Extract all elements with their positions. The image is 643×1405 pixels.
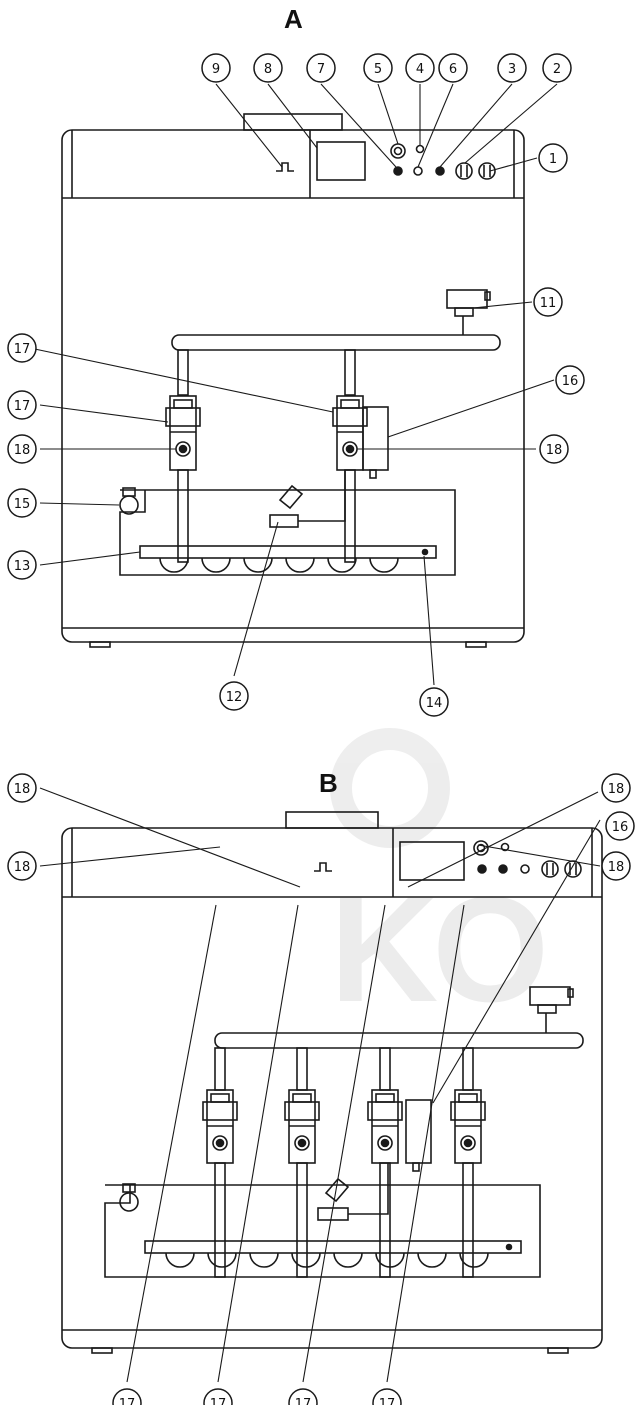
- view-a-callout-circle-18: [419, 687, 449, 717]
- view-a-callout-circle-9: [533, 287, 563, 317]
- view-b-callout-circle-2: [601, 773, 631, 803]
- indicator-6: [413, 166, 423, 176]
- watermark-letters: KO: [330, 865, 549, 1033]
- view-a-callout-circle-17: [219, 681, 249, 711]
- gas-valve-b-1: [284, 1047, 320, 1278]
- view-a-callout-label-4: 4: [416, 62, 424, 77]
- view-a-callout-label-9: 11: [540, 296, 557, 311]
- view-b-callout-label-1: 18: [14, 782, 31, 797]
- view-a-callout-circle-7: [542, 53, 572, 83]
- view-b-callout-label-5: 17: [119, 1397, 136, 1405]
- view-a-callout-label-17: 12: [226, 690, 243, 705]
- view-b-callout-circle-0: [605, 811, 635, 841]
- view-a-callout-circle-4: [405, 53, 435, 83]
- view-a-callout-label-6: 3: [508, 62, 516, 77]
- gas-manifold-pipe: [171, 334, 501, 351]
- view-b-callout-circle-1: [7, 773, 37, 803]
- view-a-callout-label-10: 17: [14, 342, 31, 357]
- pipe-left: [177, 349, 189, 396]
- view-a-callout-circle-10: [7, 333, 37, 363]
- view-a-title: A: [284, 4, 303, 34]
- gas-manifold-pipe-b: [214, 1032, 584, 1049]
- view-b-callout-circle-7: [288, 1388, 318, 1405]
- view-b-callout-label-4: 18: [608, 860, 625, 875]
- view-b-callout-circle-3: [7, 851, 37, 881]
- view-b-callout-circle-8: [372, 1388, 402, 1405]
- view-a-callout-label-15: 15: [14, 497, 31, 512]
- display-screen-b: [399, 841, 465, 881]
- gas-valve-b-3: [450, 1047, 486, 1278]
- burner-rail: [139, 545, 437, 559]
- view-a-callout-label-2: 7: [317, 62, 325, 77]
- ignition-electrode: [269, 470, 346, 528]
- display-screen: [316, 141, 366, 181]
- gas-valve-b-0: [202, 1047, 238, 1278]
- view-a-callout-circle-6: [497, 53, 527, 83]
- view-a-callout-circle-16: [7, 550, 37, 580]
- view-a-callout-label-12: 16: [562, 374, 579, 389]
- gas-valve-left: [165, 395, 201, 471]
- watermark-text: KO: [330, 690, 643, 1036]
- view-a-callout-circle-11: [7, 390, 37, 420]
- view-a-callout-circle-0: [201, 53, 231, 83]
- view-a-callout-label-8: 1: [549, 152, 557, 167]
- view-a-callout-label-18: 14: [426, 696, 443, 711]
- indicator-4: [415, 144, 425, 154]
- boiler-cabinet-b: [61, 827, 603, 1349]
- view-b-callout-label-0: 16: [612, 820, 629, 835]
- view-b-title: B: [319, 768, 338, 798]
- view-b-callout-label-7: 17: [295, 1397, 312, 1405]
- knob-5: [390, 143, 406, 159]
- view-a-callout-label-7: 2: [553, 62, 561, 77]
- burner-housing: [119, 489, 456, 576]
- pressure-switch: [446, 289, 488, 309]
- pipe-right: [344, 349, 356, 396]
- switch-2: [455, 162, 473, 180]
- view-a-callout-circle-13: [7, 434, 37, 464]
- view-a-callout-circle-14: [539, 434, 569, 464]
- view-b-callout-circle-4: [601, 851, 631, 881]
- view-b-callout-label-8: 17: [379, 1397, 396, 1405]
- view-a-callout-circle-2: [306, 53, 336, 83]
- gas-valve-right: [332, 395, 368, 471]
- pulse-symbol-icon-b: [314, 862, 332, 872]
- view-a-callout-circle-8: [538, 143, 568, 173]
- view-a-callout-label-13: 18: [14, 443, 31, 458]
- gas-valve-b-2: [367, 1047, 403, 1278]
- pulse-symbol-icon: [276, 162, 294, 172]
- view-a-callout-label-5: 6: [449, 62, 457, 77]
- boiler-view-b: 16 18 18 18 18 17 17 17 17: [7, 773, 635, 1405]
- foot-right: [465, 641, 487, 648]
- switch-1: [478, 162, 496, 180]
- view-b-callout-label-2: 18: [608, 782, 625, 797]
- view-a-callout-circle-12: [555, 365, 585, 395]
- view-b-callout-label-6: 17: [210, 1397, 227, 1405]
- view-b-callout-circle-5: [112, 1388, 142, 1405]
- view-b-callout-label-3: 18: [14, 860, 31, 875]
- view-a-callout-circle-3: [363, 53, 393, 83]
- view-a-callout-label-16: 13: [14, 559, 31, 574]
- view-a-callout-label-0: 9: [212, 62, 220, 77]
- view-a-callout-label-3: 5: [374, 62, 382, 77]
- view-a-callout-label-1: 8: [264, 62, 272, 77]
- button-3: [435, 166, 445, 176]
- flue-outlet-b: [285, 811, 379, 829]
- foot-left: [89, 641, 111, 648]
- flue-outlet: [243, 113, 343, 131]
- button-7: [393, 166, 403, 176]
- view-a-callout-label-14: 18: [546, 443, 563, 458]
- view-b-callout-circle-6: [203, 1388, 233, 1405]
- view-a-callout-circle-5: [438, 53, 468, 83]
- view-a-callout-label-11: 17: [14, 399, 31, 414]
- view-a-callout-circle-1: [253, 53, 283, 83]
- view-a-callout-circle-15: [7, 488, 37, 518]
